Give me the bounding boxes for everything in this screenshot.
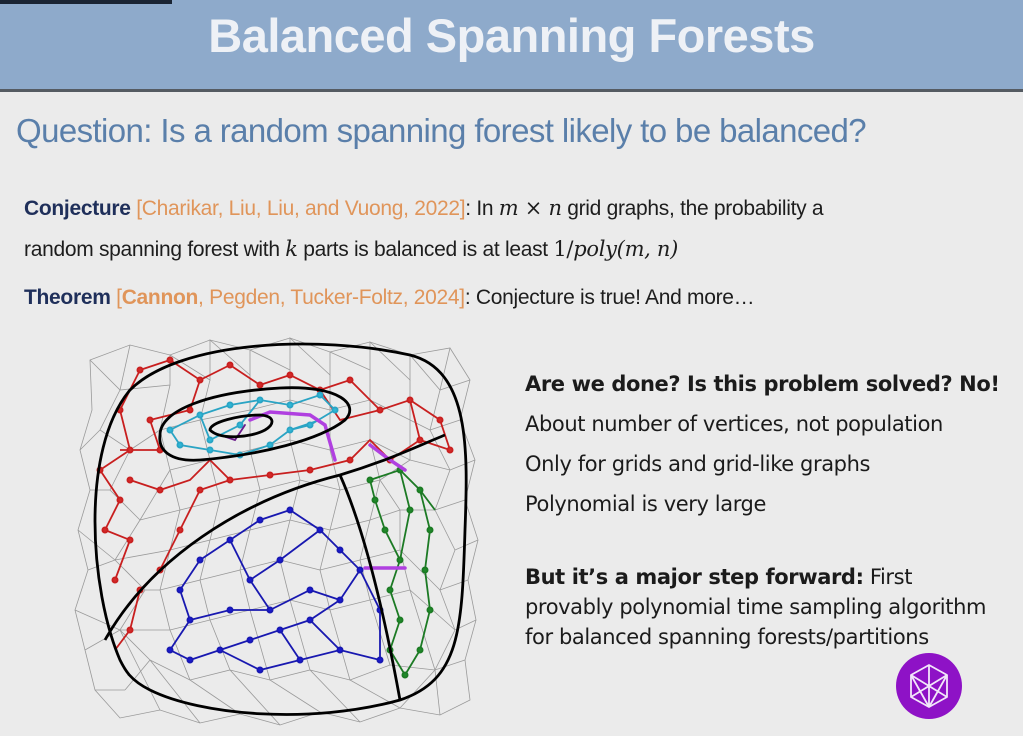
blue-region bbox=[166, 506, 384, 674]
background-triangulation bbox=[74, 337, 479, 726]
caveat-item: Only for grids and grid-like graphs bbox=[525, 452, 871, 476]
math-bound: 1/ bbox=[553, 237, 574, 261]
slide-header: Balanced Spanning Forests bbox=[0, 0, 1023, 92]
slide-title: Balanced Spanning Forests bbox=[208, 9, 815, 62]
cite-open: [ bbox=[116, 286, 122, 309]
step-forward-text: First provably polynomial time sampling … bbox=[525, 565, 987, 649]
theorem-line: Theorem [Cannon, Pegden, Tucker-Foltz, 2… bbox=[24, 286, 755, 310]
step-forward-bold: But it’s a major step forward: bbox=[525, 565, 864, 589]
conjecture-text-2: grid graphs, the probability a bbox=[561, 197, 824, 220]
math-times: × bbox=[518, 196, 549, 220]
math-m: m bbox=[498, 196, 519, 220]
math-args: (m, n) bbox=[616, 237, 679, 261]
theorem-citation: [Cannon, Pegden, Tucker-Foltz, 2024] bbox=[116, 286, 465, 309]
theorem-keyword: Theorem bbox=[24, 286, 111, 309]
conjecture-line-1: Conjecture [Charikar, Liu, Liu, and Vuon… bbox=[24, 196, 824, 221]
red-region bbox=[96, 356, 454, 651]
math-poly: poly bbox=[573, 237, 617, 261]
caveat-item: About number of vertices, not population bbox=[525, 412, 943, 436]
region-boundaries bbox=[93, 342, 468, 716]
conjecture-citation: [Charikar, Liu, Liu, and Vuong, 2022] bbox=[136, 197, 466, 220]
spanning-forest-figure bbox=[74, 337, 479, 726]
institution-logo-icon bbox=[896, 653, 962, 719]
caveats-heading: Are we done? Is this problem solved? No! bbox=[525, 372, 1000, 396]
cyan-region bbox=[166, 391, 339, 459]
caveats-list: Are we done? Is this problem solved? No!… bbox=[525, 370, 1000, 530]
step-forward-paragraph: But it’s a major step forward: First pro… bbox=[525, 562, 1005, 652]
math-n: n bbox=[548, 196, 562, 220]
question-heading: Question: Is a random spanning forest li… bbox=[16, 112, 867, 149]
caveat-item: Polynomial is very large bbox=[525, 492, 767, 516]
cite-author-cannon: Cannon bbox=[121, 286, 199, 309]
header-corner-bar bbox=[0, 0, 172, 4]
conjecture-line2-a: random spanning forest with bbox=[24, 238, 286, 261]
conjecture-text: : In bbox=[465, 197, 499, 220]
conjecture-line2-b: parts is balanced is at least bbox=[297, 238, 554, 261]
conjecture-line-2: random spanning forest with k parts is b… bbox=[24, 237, 678, 262]
green-region bbox=[366, 466, 436, 679]
math-k: k bbox=[285, 237, 298, 261]
theorem-text: : Conjecture is true! And more… bbox=[464, 286, 755, 309]
conjecture-keyword: Conjecture bbox=[24, 197, 131, 220]
cite-rest: , Pegden, Tucker-Foltz, 2024] bbox=[198, 286, 465, 309]
